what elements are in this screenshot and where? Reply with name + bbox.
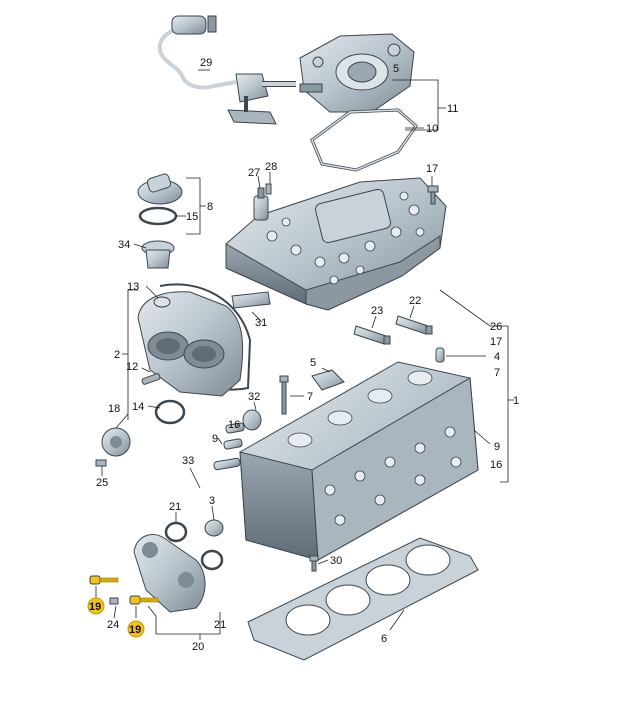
end-cover-18 (101, 427, 131, 457)
bolt-12 (141, 373, 161, 385)
highlight-19-upper (87, 597, 105, 615)
callout-28: 28 (265, 161, 277, 173)
callout-11: 11 (447, 103, 458, 115)
pin-22 (395, 315, 433, 335)
callout-29: 29 (200, 57, 212, 69)
bracket-5 (311, 369, 345, 391)
sensor-27 (253, 183, 272, 221)
callout-7-left: 7 (307, 391, 313, 403)
part-9 (223, 438, 243, 450)
plug-4 (435, 347, 445, 363)
highlight-19-lower (127, 620, 145, 638)
leader-lines (95, 69, 514, 640)
part-16 (225, 422, 245, 434)
bolt-30 (309, 555, 319, 572)
bolt-19-upper (89, 575, 119, 585)
callout-15: 15 (186, 211, 198, 223)
callout-22: 22 (409, 295, 421, 307)
callout-14: 14 (132, 401, 144, 413)
callout-12: 12 (126, 361, 138, 373)
camshaft-housing (225, 177, 447, 311)
callout-16-left: 16 (228, 419, 240, 431)
seal-32 (242, 409, 262, 431)
seal-3 (204, 519, 224, 537)
callout-18: 18 (108, 403, 120, 415)
bolt-19-lower (129, 595, 159, 605)
callout-30: 30 (330, 555, 342, 567)
callout-20: 20 (192, 641, 204, 653)
filler-neck (141, 240, 175, 269)
callout-25: 25 (96, 477, 108, 489)
callout-7-right: 7 (494, 367, 500, 379)
callout-13: 13 (127, 281, 139, 293)
head-cover-top (299, 33, 415, 113)
callout-2: 2 (114, 349, 120, 361)
cover-gasket (310, 108, 418, 172)
callout-34: 34 (118, 239, 130, 251)
callout-5: 5 (310, 357, 316, 369)
bolt-7 (279, 375, 289, 415)
callout-3: 3 (209, 495, 215, 507)
bolt-24 (109, 597, 119, 605)
pin-23 (353, 325, 391, 345)
vent-hose (157, 15, 296, 125)
callout-33: 33 (182, 455, 194, 467)
callout-5-top: 5 (393, 63, 399, 75)
housing-20 (133, 534, 206, 613)
callout-21-top: 21 (169, 501, 181, 513)
callout-32: 32 (248, 391, 260, 403)
callout-8: 8 (207, 201, 213, 213)
callout-23: 23 (371, 305, 383, 317)
callout-4: 4 (494, 351, 500, 363)
bolt-17-top (427, 185, 439, 205)
callout-1: 1 (513, 395, 519, 407)
bolt-25 (95, 459, 107, 467)
callout-19-lower: 19 (129, 624, 141, 636)
callout-31: 31 (255, 317, 267, 329)
callout-19-upper: 19 (89, 601, 101, 613)
callout-27: 27 (248, 167, 260, 179)
callout-16-right: 16 (490, 459, 502, 471)
seal-ring-21-bottom (200, 549, 224, 571)
callout-17-mid: 17 (490, 336, 502, 348)
head-gasket (247, 537, 479, 661)
callout-9-right: 9 (494, 441, 500, 453)
cylinder-head (239, 361, 479, 561)
sensor-31 (231, 291, 271, 309)
callout-21-bottom: 21 (214, 619, 226, 631)
callout-24: 24 (107, 619, 119, 631)
seal-ring-21-top (164, 521, 188, 543)
seal-ring-14 (154, 399, 186, 425)
callout-26: 26 (490, 321, 502, 333)
callout-6: 6 (381, 633, 387, 645)
callout-17-top: 17 (426, 163, 438, 175)
callout-labels: 29 11 10 28 27 17 5 8 15 34 13 31 23 22 … (89, 57, 519, 653)
part-33 (213, 457, 241, 471)
timing-cover (137, 283, 252, 397)
oil-filler-cap (137, 173, 183, 226)
callout-10: 10 (426, 123, 438, 135)
callout-9-left: 9 (212, 433, 218, 445)
